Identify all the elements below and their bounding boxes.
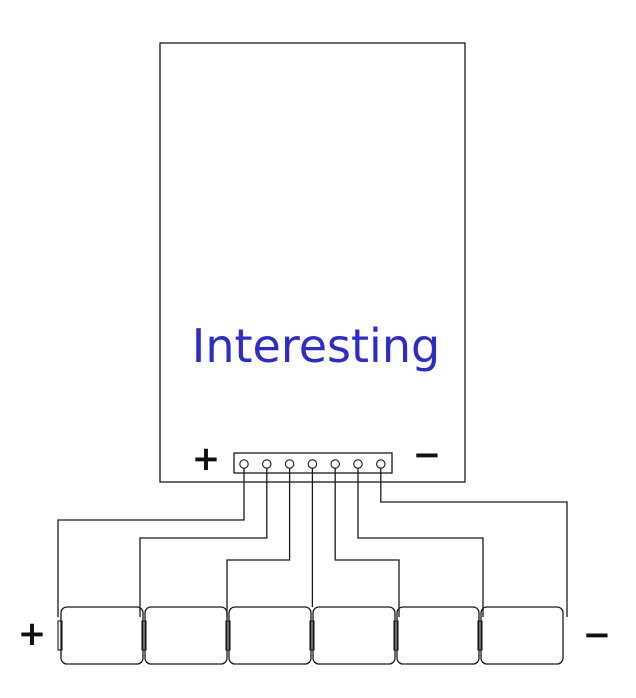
connector-pin [330,459,340,469]
cell-terminal [477,620,483,651]
cell-terminal [57,620,63,651]
battery-cell [312,606,396,665]
cell-terminal [393,620,399,651]
connector-pin [284,459,295,469]
board-label: Interesting [192,319,440,373]
balance-wire [139,468,268,617]
battery-cells [57,606,564,665]
connector-pin [307,459,318,469]
board-plus-sign: + [192,439,221,479]
cell-terminal [309,620,315,651]
balance-wire [357,468,484,617]
battery-cell [144,606,228,665]
connector-pins [239,459,386,469]
connector-pin [353,459,363,469]
cell-terminal [141,620,147,651]
balance-wire [226,468,291,617]
board-minus-sign: − [413,435,442,475]
battery-cell [60,606,144,665]
balance-wires [57,468,568,617]
pack-plus-sign: + [18,614,47,654]
battery-cell [396,606,480,665]
battery-cell [480,606,564,665]
connector-pin [239,459,249,469]
connector-pin [262,459,272,469]
balance-wire [334,468,400,617]
balance-wire [57,468,245,617]
cell-terminal [225,620,231,651]
board-outline [159,42,466,483]
battery-cell [228,606,312,665]
pack-minus-sign: − [583,615,612,655]
balance-wire [380,468,568,617]
connector-pin [376,459,386,469]
